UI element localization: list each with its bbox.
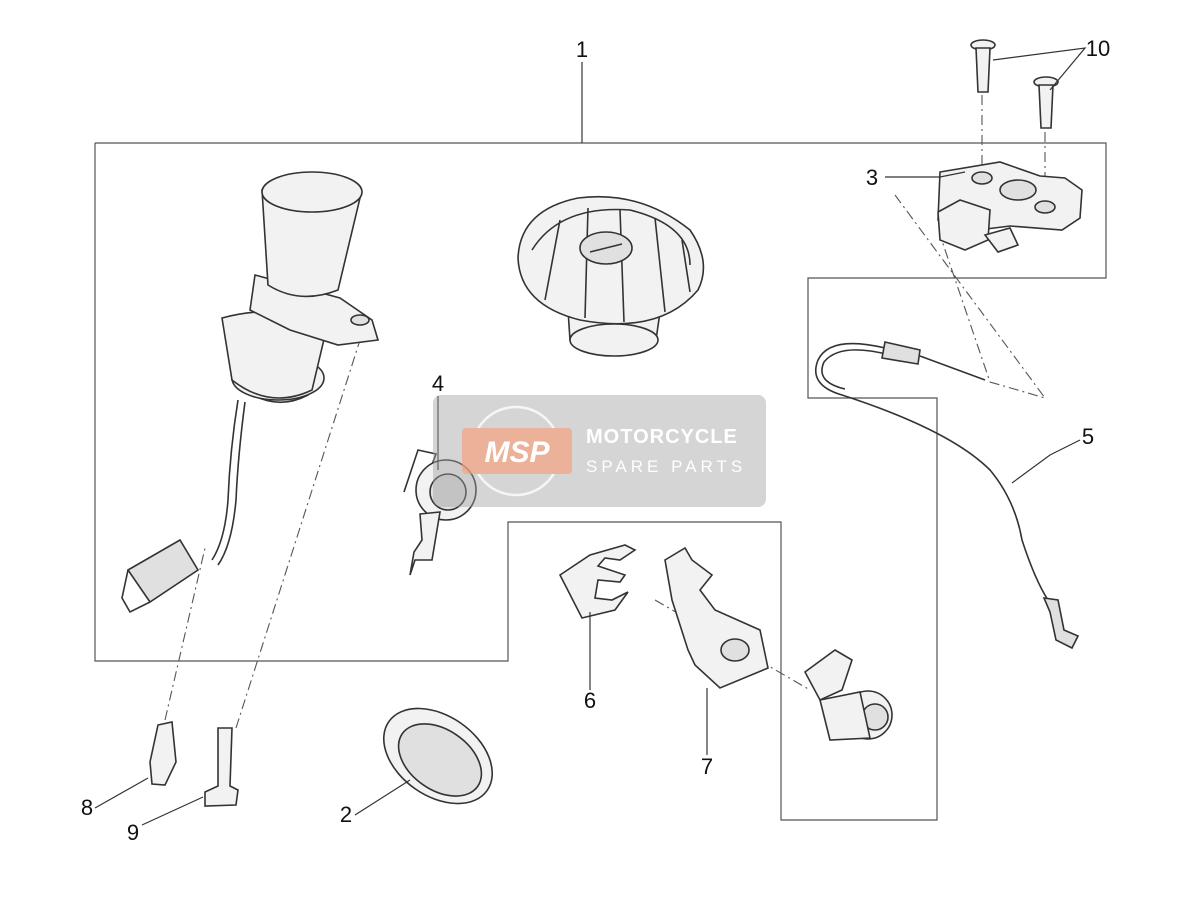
switch-cable-axis: [894, 194, 1047, 399]
screw-axis-right: [235, 339, 361, 729]
watermark-subtitle: SPARE PARTS: [586, 457, 746, 476]
switch-plate: [937, 161, 1083, 253]
callout-4: 4: [432, 371, 444, 396]
leader-5: [1011, 439, 1081, 484]
threaded-insert: [149, 721, 177, 786]
badge-emblem: [382, 707, 494, 805]
leader-2: [354, 779, 411, 816]
leader-8: [94, 777, 149, 809]
watermark-title: MOTORCYCLE: [586, 426, 738, 448]
callout-2: 2: [340, 802, 352, 827]
ignition-lock-assembly: [121, 171, 380, 614]
choke-cable: [814, 341, 1080, 650]
key-and-barrel: [403, 449, 477, 576]
fuel-cap: [517, 195, 705, 357]
callout-3: 3: [866, 165, 878, 190]
retaining-clip: [558, 544, 637, 619]
leader-9: [141, 796, 204, 826]
leader-3: [885, 171, 966, 178]
lock-bracket: [664, 546, 769, 689]
seat-lock: [803, 649, 893, 741]
watermark: MSP MOTORCYCLE SPARE PARTS: [433, 395, 766, 507]
screws-10: [970, 39, 1059, 129]
callout-5: 5: [1082, 424, 1094, 449]
callout-1: 1: [576, 37, 588, 62]
callout-10: 10: [1086, 36, 1110, 61]
watermark-logo-box: [462, 428, 572, 474]
callout-6: 6: [584, 688, 596, 713]
callout-9: 9: [127, 820, 139, 845]
group-frame-1: [94, 142, 1107, 821]
callout-8: 8: [81, 795, 93, 820]
bolt-9: [204, 727, 239, 807]
watermark-logo: MSP: [484, 436, 550, 469]
watermark-panel: [433, 395, 766, 507]
leader-10: [992, 47, 1087, 91]
bracket-hole: [720, 638, 750, 662]
callout-7: 7: [701, 754, 713, 779]
screw-axis-left: [164, 547, 206, 721]
